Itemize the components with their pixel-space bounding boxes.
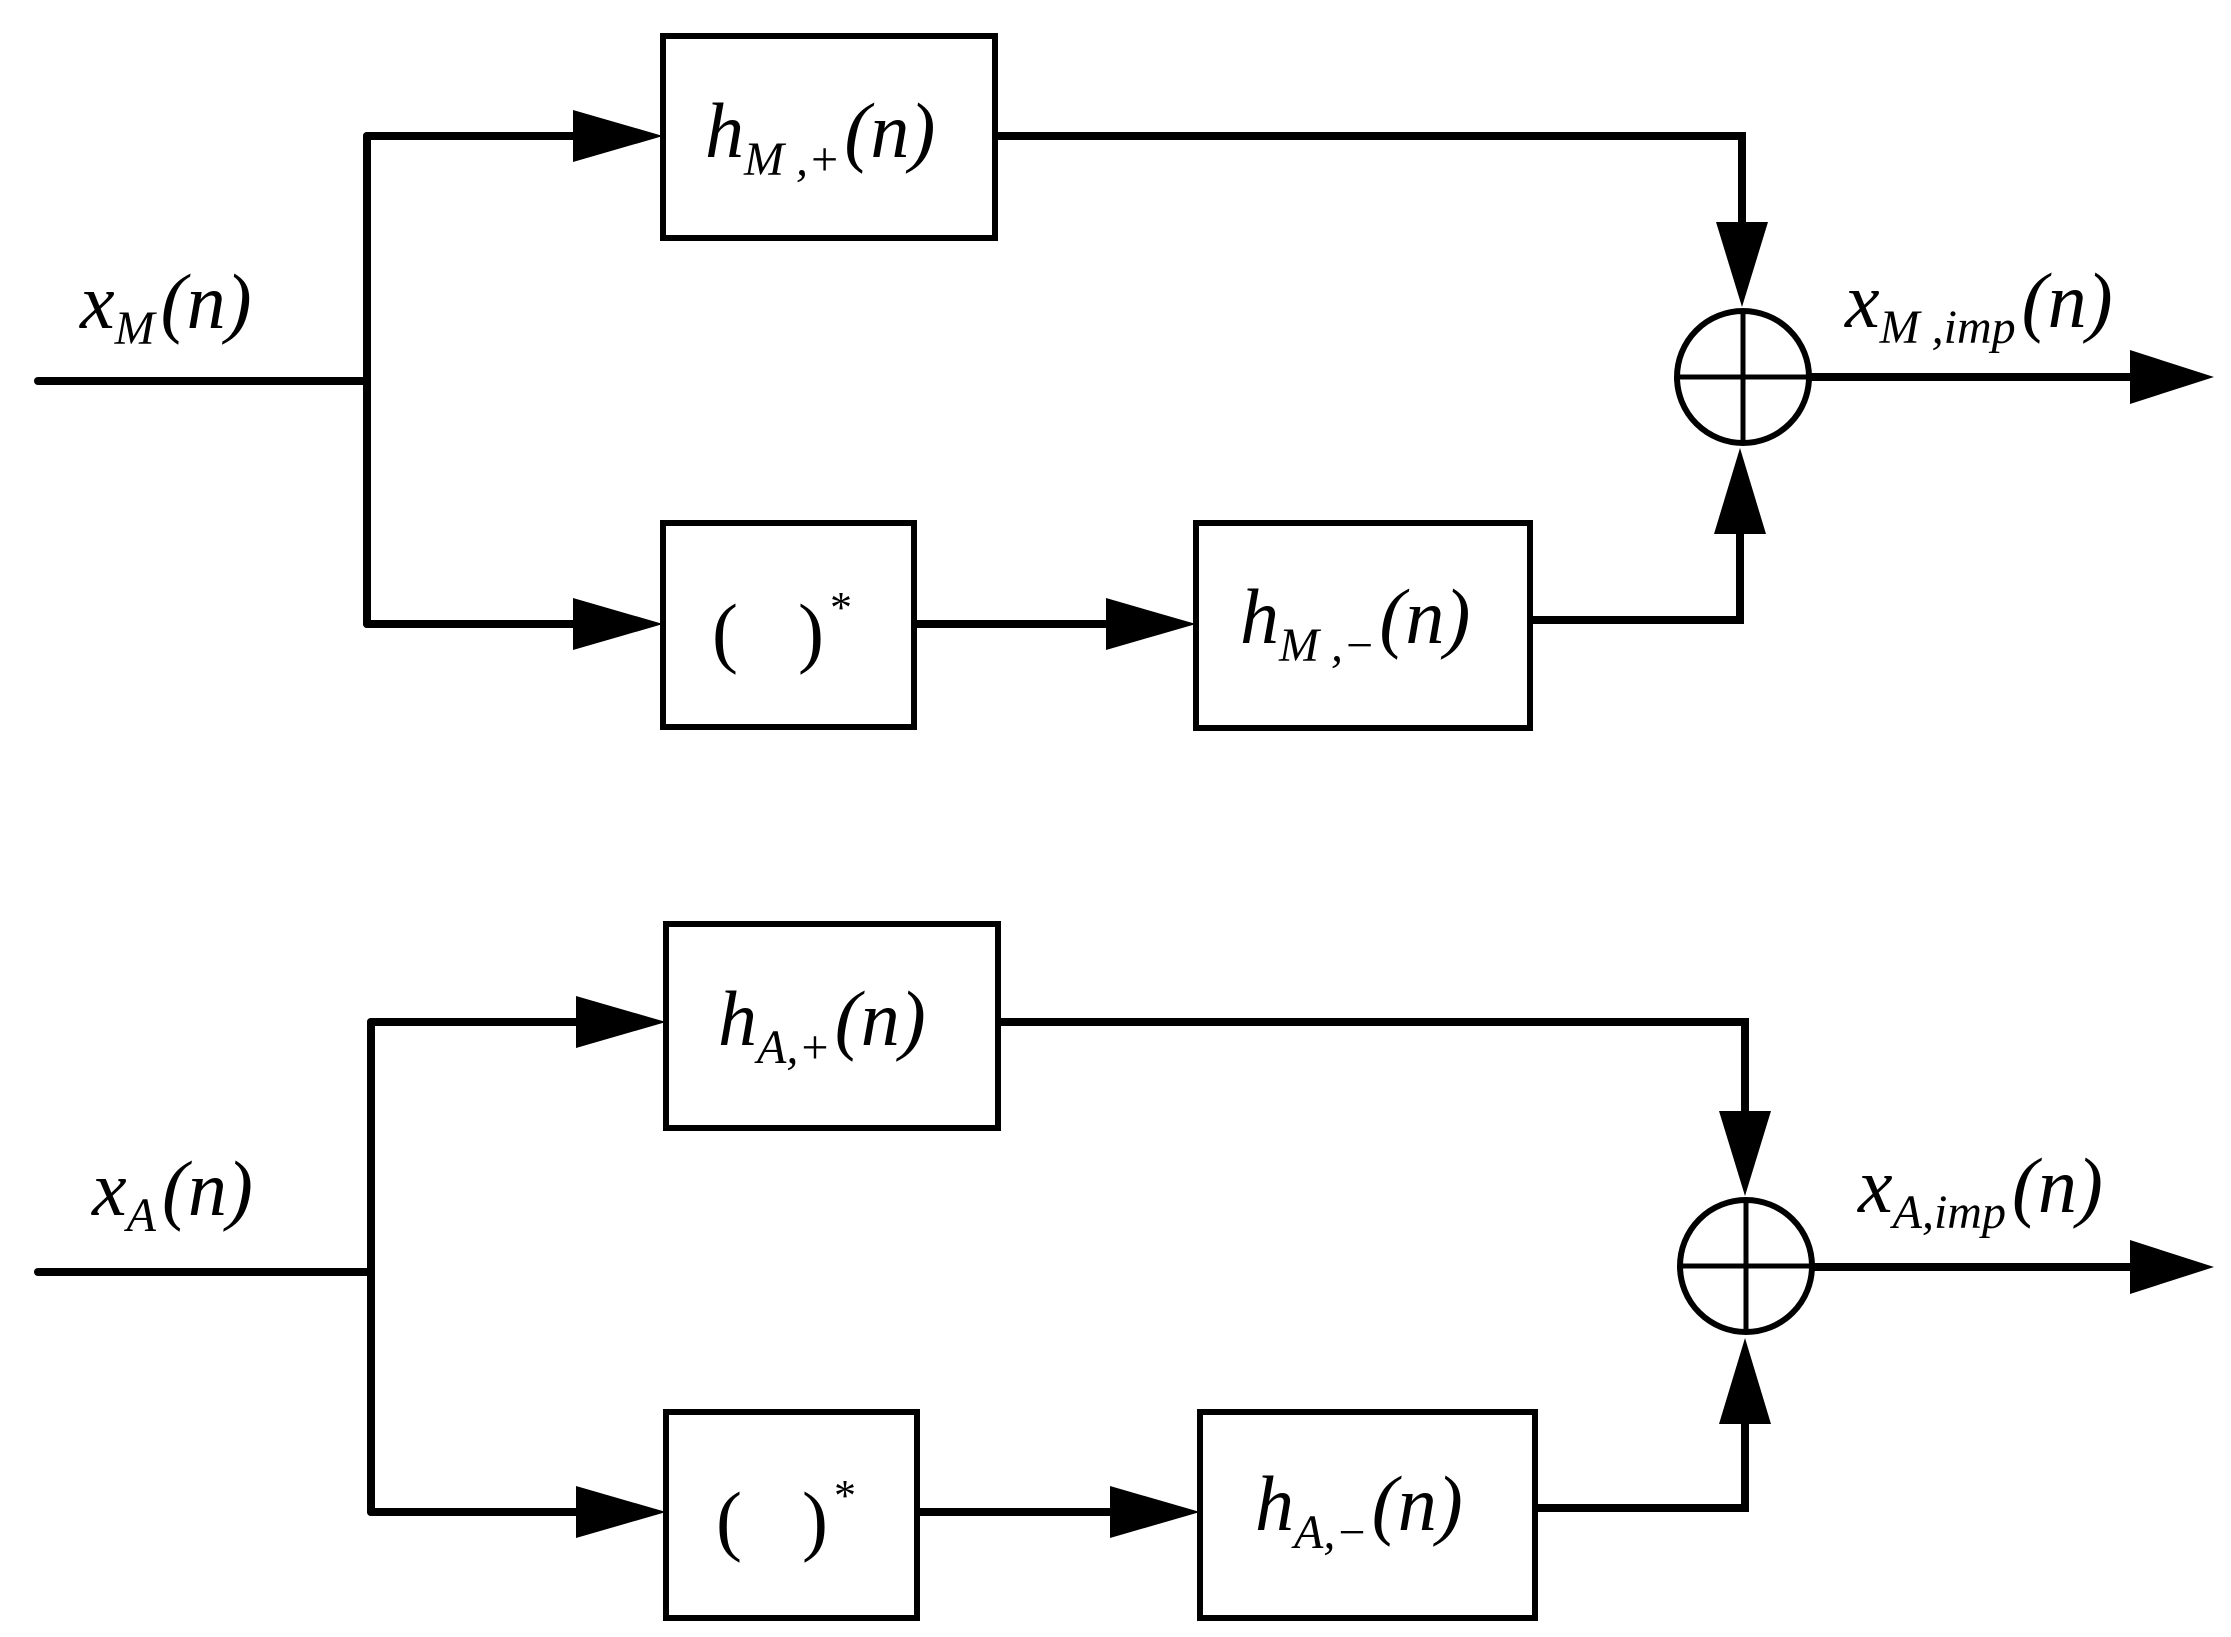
bottom-filter-plus-box [663,921,1001,1131]
top-output-label: xM ,imp(n) [1844,257,2113,354]
top-filter-plus-box [660,33,998,241]
bottom-conj-label: ()* [716,1471,856,1563]
bottom-output-arrowhead [2130,1240,2214,1294]
bottom-sum-lower-arrowhead [1719,1338,1771,1424]
bottom-filter-plus-label: hA,+(n) [718,975,926,1074]
top-output-arrowhead [2130,350,2214,404]
top-lower-branch-arrowhead [573,598,663,650]
bottom-filter-minus-box [1197,1409,1538,1621]
bottom-upper-branch-arrowhead [576,996,666,1048]
bottom-conj-box [663,1409,920,1621]
bottom-diagram: xA(n) hA,+(n) ()* hA,−(n) xA,imp(n) [34,921,2214,1621]
bottom-minus-filter-to-sum-wire [1531,1404,1749,1512]
bottom-sum-upper-arrowhead [1719,1111,1771,1196]
bottom-input-label: xA(n) [91,1145,253,1242]
top-minus-filter-to-sum-wire [1526,516,1744,624]
bottom-conj-arrowhead [1110,1486,1200,1538]
bottom-filter-minus-label: hA,−(n) [1255,1460,1463,1559]
top-diagram: xM(n) hM ,+(n) ()* hM ,−(n) xM ,imp(n) [34,33,2214,731]
top-filter-plus-label: hM ,+(n) [705,87,935,186]
top-filter-minus-box [1193,520,1533,731]
top-conj-arrowhead [1106,598,1196,650]
top-conj-box [660,520,917,730]
bottom-lower-branch-arrowhead [576,1486,666,1538]
bottom-output-label: xA,imp(n) [1857,1142,2103,1239]
top-plus-filter-to-sum-wire [991,132,1746,249]
top-upper-branch-arrowhead [573,110,663,162]
top-filter-minus-label: hM ,−(n) [1240,573,1470,672]
top-sum-upper-arrowhead [1716,222,1768,307]
bottom-plus-filter-to-sum-wire [994,1018,1749,1136]
top-conj-label: ()* [712,583,852,675]
top-sum-lower-arrowhead [1714,448,1766,534]
top-input-label: xM(n) [79,258,252,355]
